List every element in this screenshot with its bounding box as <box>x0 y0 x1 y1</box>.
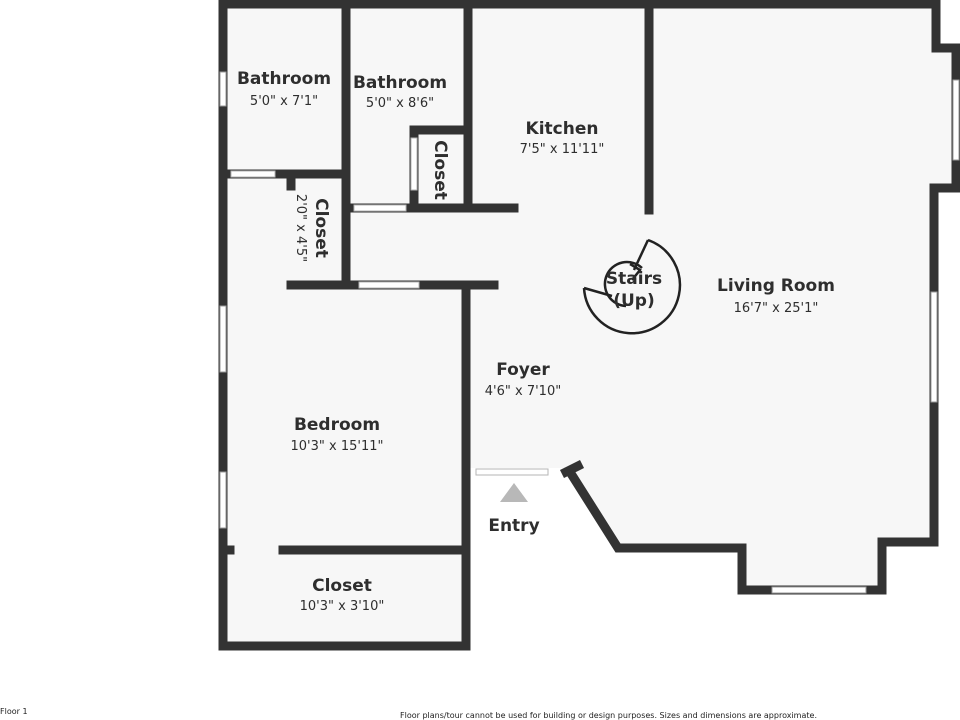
door-openings <box>230 137 549 476</box>
disclaimer: Floor plans/tour cannot be used for buil… <box>400 711 817 720</box>
closet-small-name: Closet <box>430 140 450 200</box>
bedroom-name: Bedroom <box>294 415 380 435</box>
bathroom-2-dim: 5'0" x 8'6" <box>366 96 434 111</box>
living-room-name: Living Room <box>717 276 835 296</box>
bathroom-2-name: Bathroom <box>353 73 447 93</box>
floor-label: Floor 1 <box>0 707 28 716</box>
bedroom-dim: 10'3" x 15'11" <box>291 439 384 454</box>
windows <box>219 71 960 594</box>
foyer-name: Foyer <box>496 360 550 380</box>
closet-hall-name: Closet <box>311 198 331 258</box>
living-room-dim: 16'7" x 25'1" <box>734 301 819 316</box>
kitchen-name: Kitchen <box>526 119 599 139</box>
closet-bedroom-dim: 10'3" x 3'10" <box>300 599 385 614</box>
closet-hall-dim: 2'0" x 4'5" <box>293 194 308 262</box>
stairs-note: (Up) <box>613 291 655 311</box>
kitchen-dim: 7'5" x 11'11" <box>520 142 605 157</box>
bathroom-1-name: Bathroom <box>237 69 331 89</box>
bathroom-1-dim: 5'0" x 7'1" <box>250 94 318 109</box>
exterior-wall <box>218 0 960 595</box>
entry-arrow-icon <box>500 483 528 502</box>
closet-bedroom-name: Closet <box>312 576 372 596</box>
foyer-dim: 4'6" x 7'10" <box>485 384 561 399</box>
stairs-symbol <box>582 238 682 335</box>
stairs-name: Stairs <box>606 269 662 289</box>
entry-name: Entry <box>488 516 539 536</box>
floor-area <box>223 4 956 646</box>
